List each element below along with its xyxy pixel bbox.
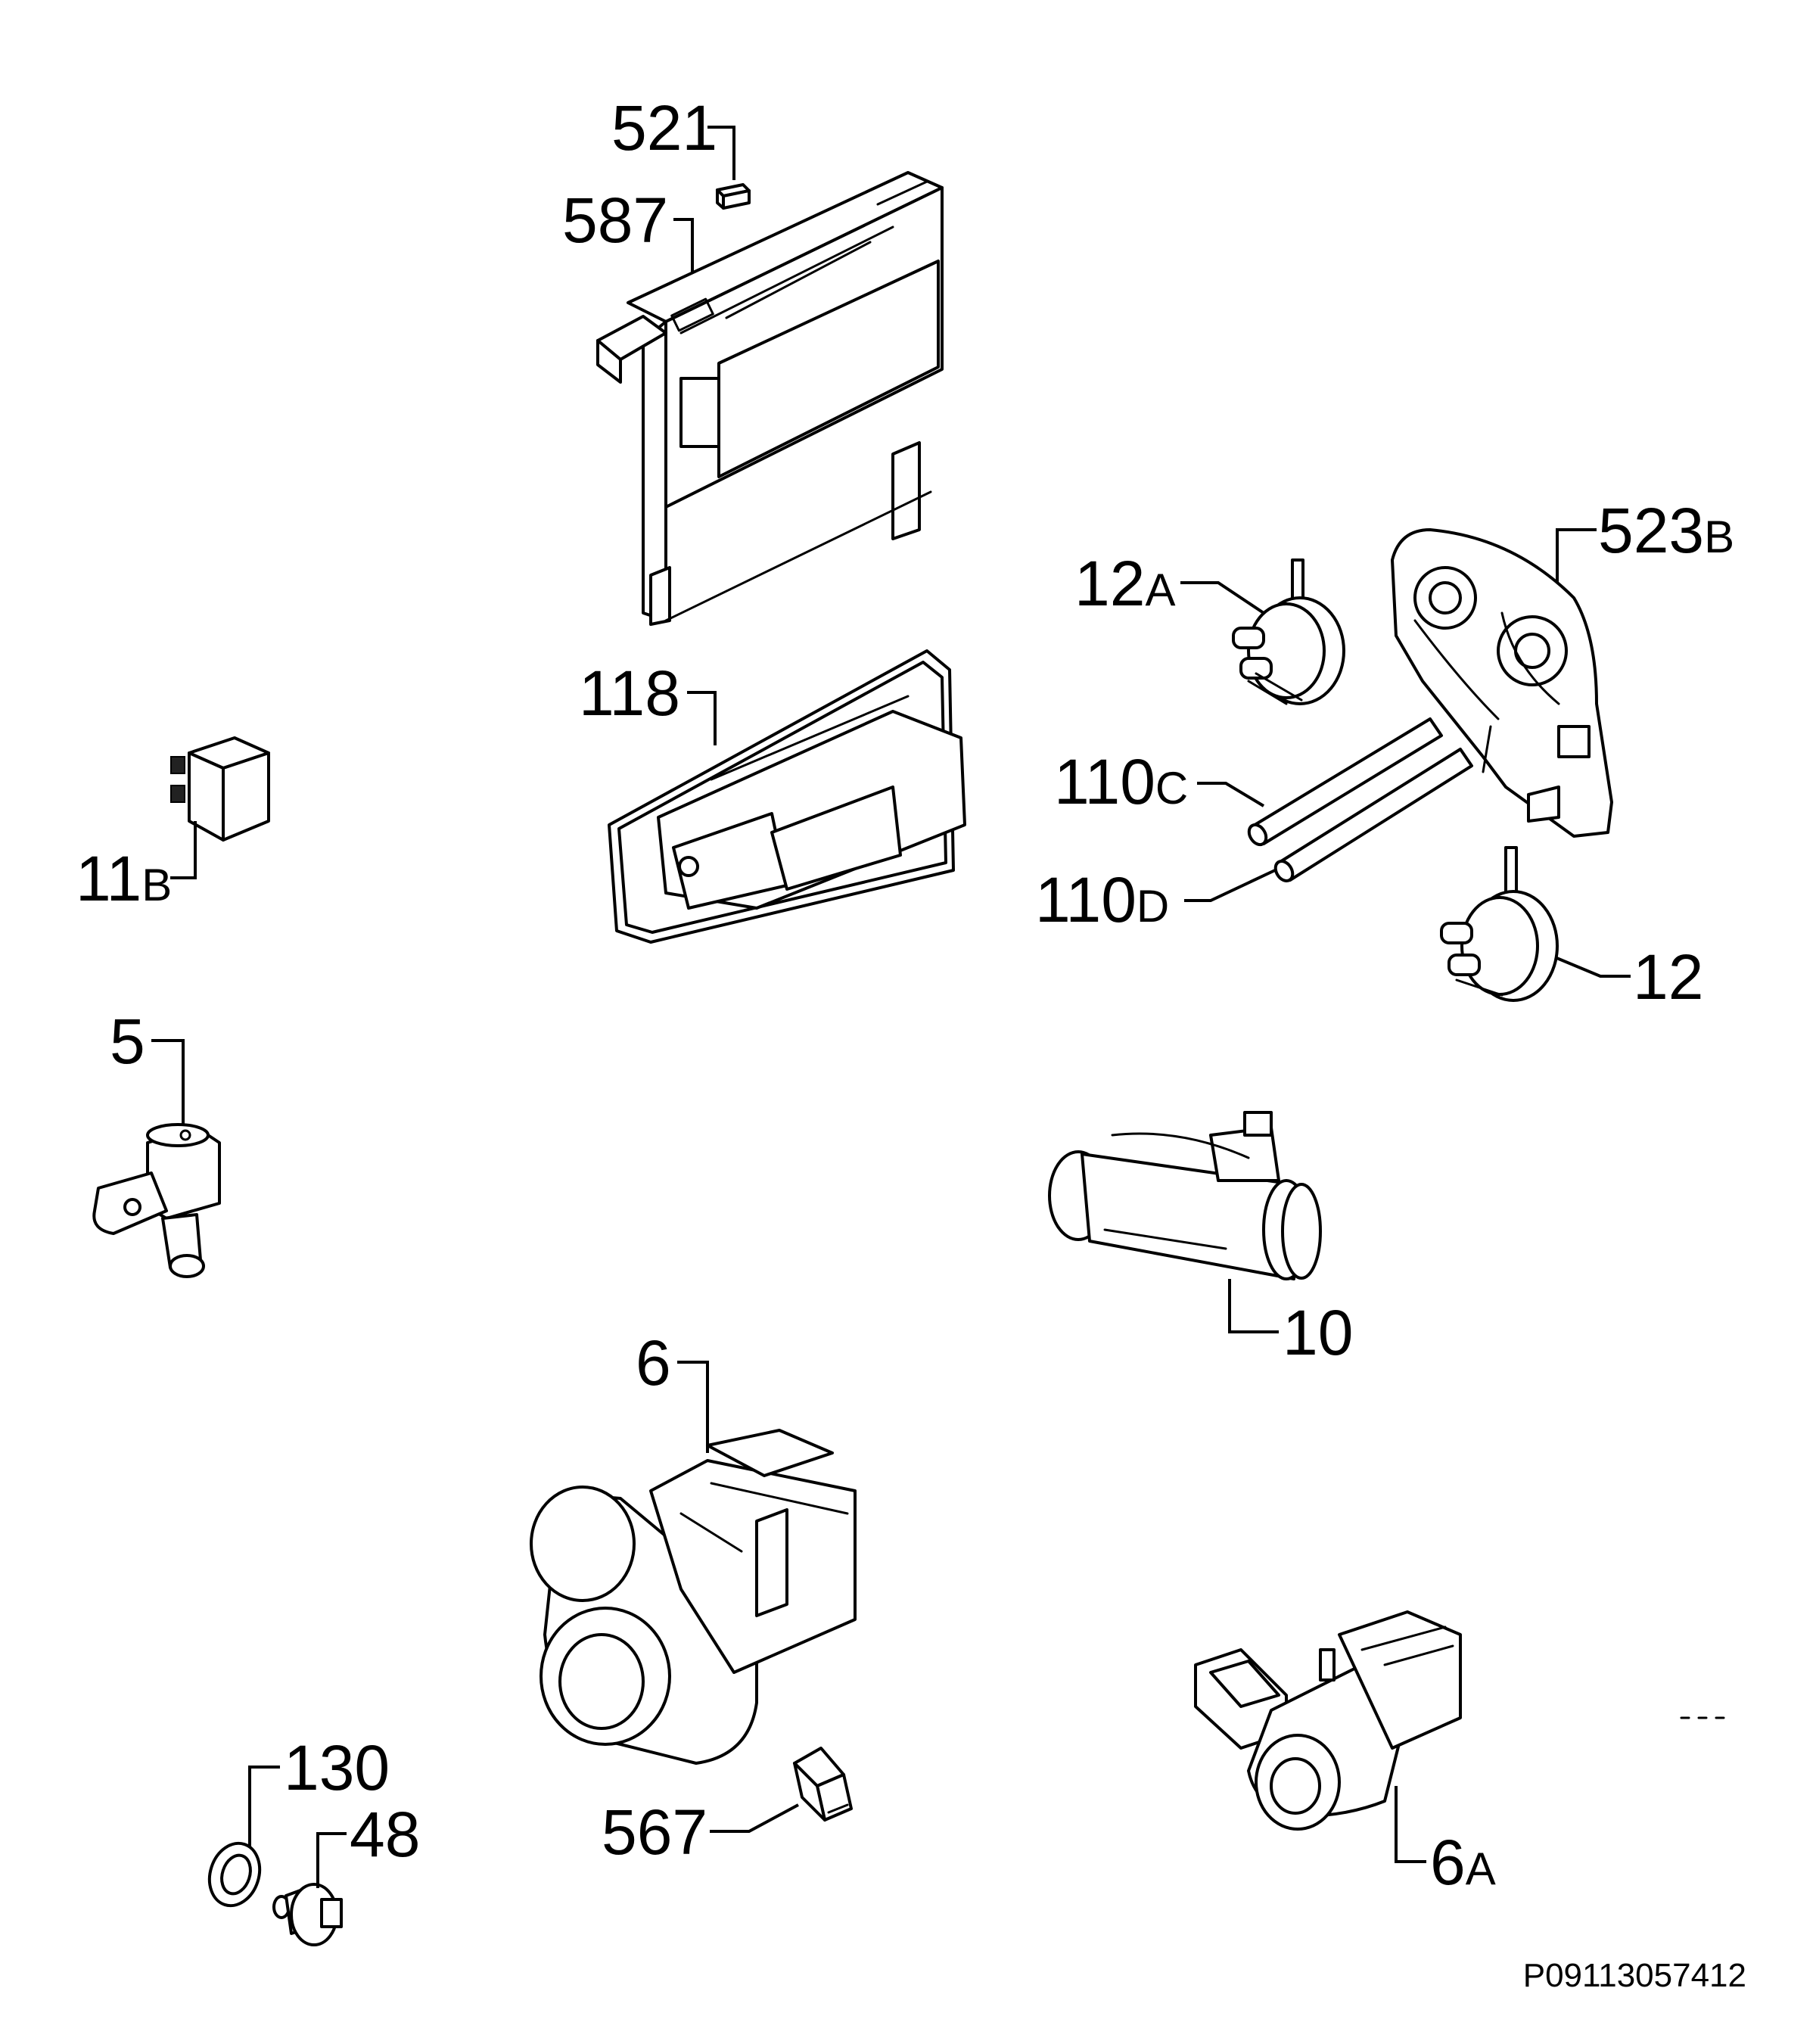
callout-587: 587: [562, 185, 668, 256]
leader-lines: [151, 126, 1631, 1888]
callout-6: 6: [636, 1327, 671, 1398]
part-567-connector[interactable]: [793, 1747, 853, 1822]
callout-6A: 6A: [1430, 1827, 1496, 1898]
leader-10: [1228, 1279, 1279, 1333]
callout-11B: 11B: [76, 843, 172, 914]
callout-521: 521: [611, 92, 717, 163]
part-130-seal-ring[interactable]: [202, 1837, 268, 1912]
part-6-circulation-pump[interactable]: [530, 1429, 857, 1765]
part-11B-relay[interactable]: [170, 736, 270, 842]
part-523B-air-break[interactable]: [1391, 528, 1613, 838]
part-12-pressure-switch[interactable]: [1440, 846, 1559, 1002]
leader-567: [710, 1803, 799, 1833]
callout-10: 10: [1283, 1297, 1353, 1368]
part-587-control-module[interactable]: [596, 171, 944, 626]
leader-118: [687, 691, 717, 745]
part-521-connector[interactable]: [716, 183, 751, 210]
part-5-inlet-valve[interactable]: [92, 1123, 221, 1278]
callout-110C: 110C: [1054, 746, 1188, 817]
callout-48: 48: [350, 1799, 420, 1870]
leader-12A: [1180, 581, 1265, 614]
reference-code: P09113057412: [1523, 1957, 1746, 1994]
leader-523B: [1556, 528, 1597, 583]
leader-48: [316, 1832, 347, 1888]
leader-12: [1554, 956, 1631, 978]
callout-567: 567: [602, 1797, 707, 1868]
callout-12A: 12A: [1074, 548, 1175, 619]
leader-521: [707, 126, 735, 180]
leader-5: [151, 1039, 185, 1124]
part-118-control-panel[interactable]: [608, 649, 966, 944]
part-10-heater[interactable]: [1048, 1111, 1322, 1280]
callout-110D: 110D: [1035, 864, 1169, 935]
callout-labels: 521 587 118 12A 523B 110C 110D 12 11B 5 …: [76, 92, 1734, 1898]
leader-110C: [1197, 782, 1265, 807]
callout-130: 130: [284, 1732, 390, 1803]
leader-130: [248, 1766, 280, 1846]
callout-5: 5: [110, 1006, 145, 1077]
leader-6A: [1395, 1786, 1426, 1863]
callout-12: 12: [1633, 941, 1703, 1013]
part-110C-hose[interactable]: [1245, 717, 1443, 848]
leader-11B: [170, 821, 197, 879]
leader-110D: [1184, 869, 1276, 902]
callout-118: 118: [579, 658, 680, 729]
part-6A-drain-pump[interactable]: [1194, 1610, 1462, 1831]
callout-523B: 523B: [1598, 495, 1734, 566]
leader-587: [673, 218, 694, 272]
part-48-sensor[interactable]: [272, 1883, 343, 1946]
leader-6: [677, 1361, 709, 1453]
part-12A-pressure-switch[interactable]: [1232, 558, 1345, 705]
part-110D-hose[interactable]: [1272, 748, 1473, 884]
